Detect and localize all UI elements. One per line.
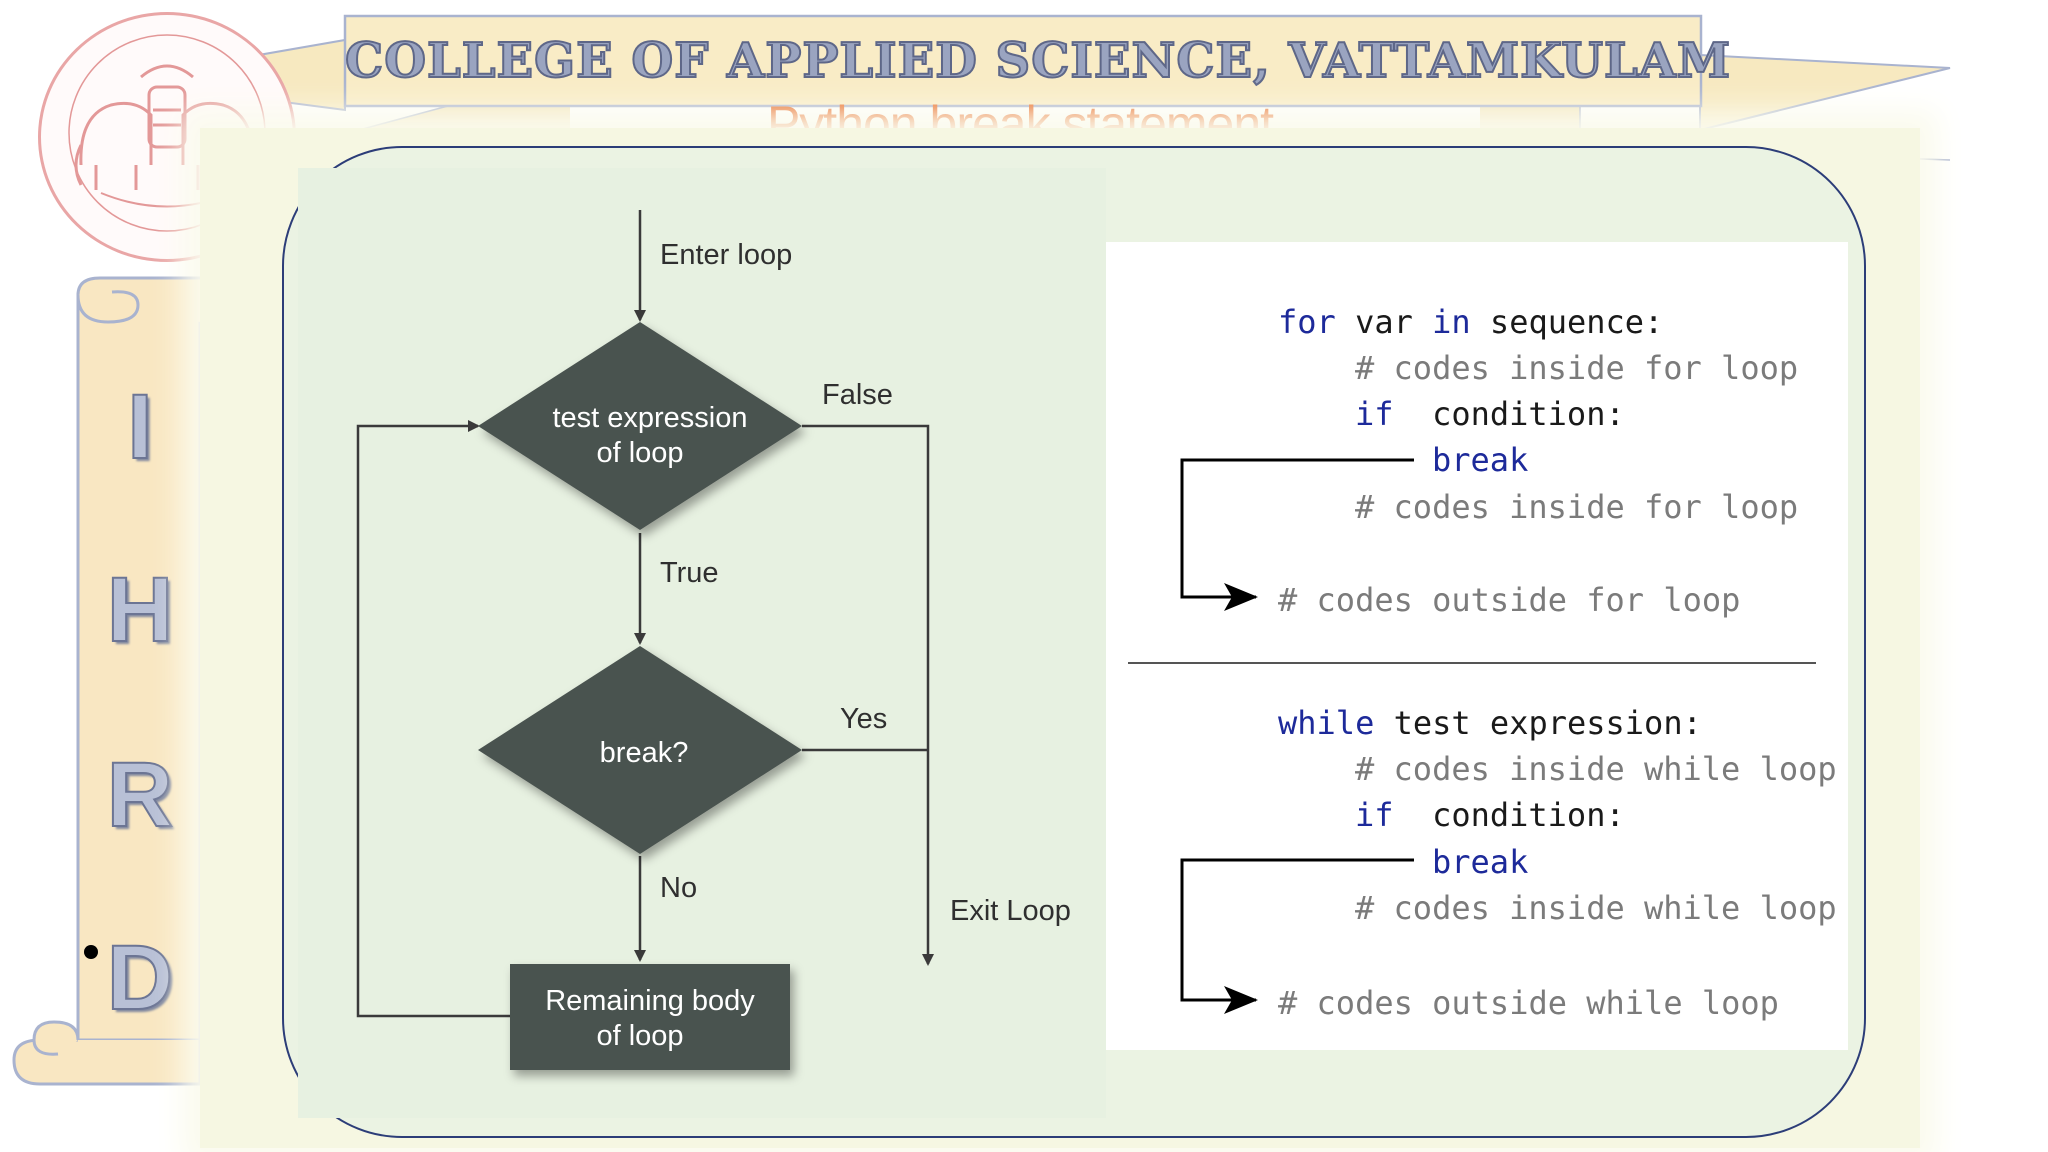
code-for-header: for var in sequence: <box>1278 302 1663 342</box>
scroll-letter-i: I <box>126 375 154 479</box>
code-for-comment-outside: # codes outside for loop <box>1278 581 1741 619</box>
break-jump-arrows <box>1180 458 1414 1014</box>
bullet-dot <box>84 945 98 959</box>
remaining-body-box <box>510 964 790 1070</box>
keyword-if-while: if <box>1355 796 1394 834</box>
loop-back-arrow <box>356 420 510 1018</box>
false-exit-arrow <box>802 424 934 966</box>
code-while-test: test expression: <box>1393 704 1702 742</box>
scroll-letter-r: R <box>106 743 174 847</box>
test-expression-diamond <box>478 322 802 530</box>
body-label-2: of loop <box>596 1020 683 1052</box>
flowchart-background <box>298 168 1106 1118</box>
for-break-jump-arrow <box>1180 458 1414 611</box>
body-label-1: Remaining body <box>545 985 755 1017</box>
code-while-condition: condition: <box>1432 796 1625 834</box>
college-title: COLLEGE OF APPLIED SCIENCE, VATTAMKULAM <box>344 32 1732 90</box>
enter-loop-label: Enter loop <box>660 239 792 271</box>
code-while-break: break <box>1432 843 1529 881</box>
false-label: False <box>822 379 893 411</box>
code-for-break: break <box>1432 441 1529 479</box>
code-divider <box>1128 662 1816 664</box>
code-for-sequence: sequence: <box>1489 303 1664 341</box>
code-while-comment-outside: # codes outside while loop <box>1278 984 1779 1022</box>
code-while-if: if condition: <box>1355 795 1625 835</box>
while-break-jump-arrow <box>1180 858 1414 1014</box>
yes-label: Yes <box>840 703 887 735</box>
test-expression-label-2: of loop <box>596 437 683 469</box>
exit-loop-label: Exit Loop <box>950 895 1071 927</box>
code-while-comment-inside-2: # codes inside while loop <box>1355 889 1837 927</box>
keyword-for: for <box>1278 303 1336 341</box>
break-question-label: break? <box>600 737 689 769</box>
true-label: True <box>660 557 719 589</box>
test-expression-label-1: test expression <box>552 402 747 434</box>
scroll-letter-d: D <box>106 926 174 1030</box>
break-flowchart: Enter loop test expression of loop False… <box>356 210 1071 1070</box>
code-for-var: var <box>1355 303 1413 341</box>
keyword-if: if <box>1355 395 1394 433</box>
no-label: No <box>660 872 697 904</box>
keyword-while: while <box>1278 704 1375 742</box>
keyword-in: in <box>1432 303 1471 341</box>
code-while-comment-inside-1: # codes inside while loop <box>1355 750 1837 788</box>
code-for-comment-inside-2: # codes inside for loop <box>1355 488 1799 526</box>
code-panel <box>1106 242 1848 1050</box>
code-for-if: if condition: <box>1355 394 1625 434</box>
scroll-letter-h: H <box>106 558 174 662</box>
code-while-header: while test expression: <box>1278 703 1702 743</box>
code-for-condition: condition: <box>1432 395 1625 433</box>
break-decision-diamond <box>478 646 802 854</box>
code-for-comment-inside-1: # codes inside for loop <box>1355 349 1799 387</box>
